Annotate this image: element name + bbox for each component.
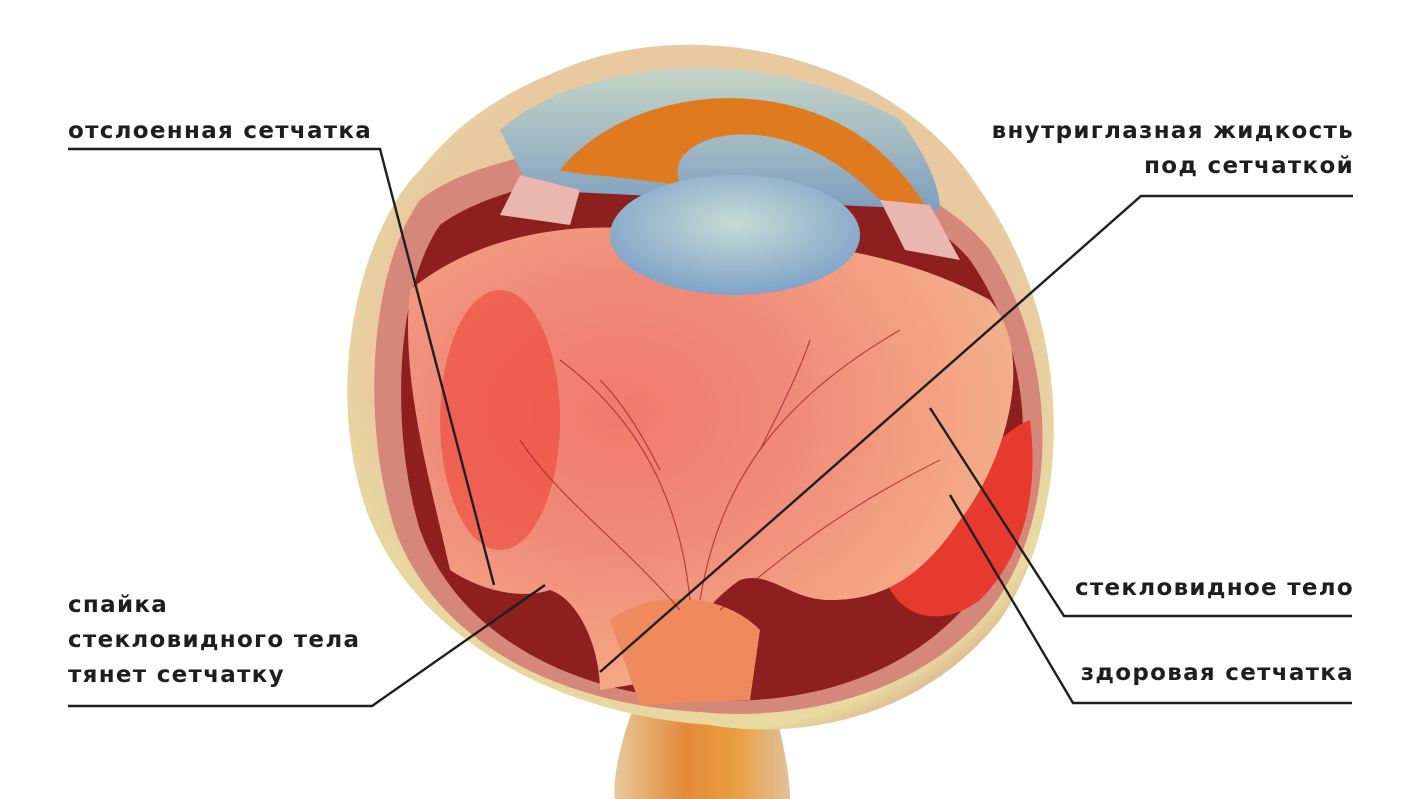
label-vitreous-body: стекловидное тело [1074, 575, 1354, 601]
leader-line-healthy-retina [948, 494, 1352, 705]
leader-line-detached-retina [68, 147, 496, 586]
label-subretinal-fluid-line-2: под сетчаткой [1144, 153, 1354, 179]
label-adhesion-line-3: тянет сетчатку [68, 662, 285, 688]
iris [560, 98, 925, 205]
optic-disc-cone [610, 598, 760, 705]
label-subretinal-fluid: внутриглазная жидкость под сетчаткой [992, 114, 1354, 184]
leader-line-vitreous-body [928, 407, 1352, 618]
detached-retina-red-left [440, 290, 560, 550]
label-adhesion-line-2: стекловидного тела [68, 627, 361, 653]
leader-line-adhesion [68, 584, 546, 708]
label-subretinal-fluid-line-1: внутриглазная жидкость [991, 118, 1354, 144]
label-detached-retina: отслоенная сетчатка [68, 118, 373, 144]
label-healthy-retina: здоровая сетчатка [1080, 660, 1354, 686]
label-adhesion: спайка стекловидного тела тянет сетчатку [68, 588, 360, 693]
lens [610, 175, 860, 295]
ciliary-left [500, 175, 580, 225]
leader-line-subretinal-fluid [599, 194, 1353, 673]
ciliary-right [880, 200, 960, 260]
vitreous-body [408, 227, 1014, 690]
blood-vessels [519, 329, 941, 611]
label-adhesion-line-1: спайка [68, 592, 169, 618]
